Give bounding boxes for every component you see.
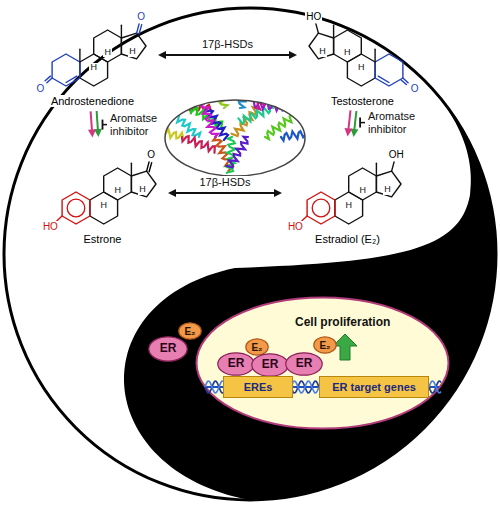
estradiol-ligand: E₂ (245, 338, 269, 356)
inhibition-bar-end (359, 118, 361, 128)
inhibitor-label: Aromatse inhibitor (110, 112, 166, 137)
molecule-label: ER (160, 342, 177, 355)
protein-ribbon (226, 137, 248, 168)
atom-label: H (357, 63, 366, 73)
inhibition-bar (103, 124, 108, 126)
atom-label: HO (305, 11, 322, 22)
molecule-label: ER (262, 358, 279, 371)
dna-helix (291, 381, 319, 393)
element-label: ER target genes (332, 381, 416, 393)
atom-label: H (383, 185, 392, 195)
inhibition-bar-end (102, 120, 104, 130)
response-element: EREs (223, 376, 293, 398)
outcome-label: Cell proliferation (295, 316, 390, 329)
estradiol-ligand: E₂ (313, 336, 337, 354)
molecule-label: E₂ (251, 342, 262, 353)
reaction-arrow (168, 189, 282, 197)
atom-label: O (146, 149, 156, 160)
dna-helix (429, 381, 441, 393)
molecule: Estradiol (E₂)OHHOHHH (285, 140, 410, 246)
dna-helix (205, 381, 223, 393)
molecule: EstroneOHOHHH (40, 140, 165, 246)
compound-name: Androstenedione (49, 95, 136, 107)
atom-label: H (344, 201, 353, 211)
reaction-arrow (158, 51, 297, 59)
compound-name: Estrone (82, 233, 124, 245)
protein-ribbon (215, 72, 228, 108)
inhibitor-label: Aromatse inhibitor (368, 110, 424, 135)
protein-ribbon (239, 75, 254, 108)
inhibition-bar (360, 122, 365, 124)
atom-label: H (99, 201, 108, 211)
atom-label: H (89, 63, 98, 73)
estrogen-receptor: ER (148, 336, 188, 362)
molecule-label: ER (296, 357, 313, 370)
protein-outline (165, 100, 305, 176)
molecule-label: E₂ (184, 326, 195, 337)
molecule-label: E₂ (319, 340, 330, 351)
dna-helix (291, 381, 319, 393)
molecule: AndrostenedioneOOHHH (30, 2, 155, 108)
atom-label: H (128, 47, 137, 57)
atom-label: O (410, 83, 420, 94)
element-label: EREs (244, 381, 273, 393)
yin-yang-dark (4, 8, 496, 500)
dna-helix (205, 381, 223, 393)
atom-label: HO (42, 221, 59, 232)
protein-ribbon (201, 102, 218, 137)
target-gene-box: ER target genes (319, 376, 429, 398)
compound-name: Testosterone (329, 95, 396, 107)
reaction-arrow (345, 110, 359, 137)
protein-ribbon (172, 110, 200, 137)
estrogen-receptor: ER (251, 353, 289, 377)
estrogen-receptor: ER (217, 352, 255, 376)
protein-ribbon (281, 130, 317, 141)
molecule-label: ER (228, 357, 245, 370)
reaction-arrow (88, 111, 102, 137)
atom-label: H (113, 186, 122, 196)
atom-label: HO (287, 221, 304, 232)
increase-arrow (333, 334, 357, 360)
molecule: TestosteroneHOOHHH (300, 2, 425, 108)
estrogen-receptor: ER (285, 352, 323, 376)
atom-label: H (358, 186, 367, 196)
compound-name: Estradiol (E₂) (313, 233, 382, 245)
enzyme-label: 17β-HSDs (198, 176, 253, 189)
nucleus-ellipse: Cell proliferationERE₂ERERE₂EREsER targe… (195, 296, 450, 430)
atom-label: OH (388, 149, 405, 160)
atom-label: O (36, 83, 46, 94)
protein-ribbon (182, 136, 215, 153)
yin-yang-outline (4, 8, 496, 500)
atom-label: H (343, 48, 352, 58)
enzyme-label: 17β-HSDs (200, 38, 255, 51)
estradiol-ligand: E₂ (178, 322, 202, 340)
atom-label: O (136, 11, 146, 22)
atom-label: H (103, 48, 112, 58)
dna-helix (429, 381, 441, 393)
atom-label: H (138, 185, 147, 195)
atom-label: H (318, 47, 327, 57)
